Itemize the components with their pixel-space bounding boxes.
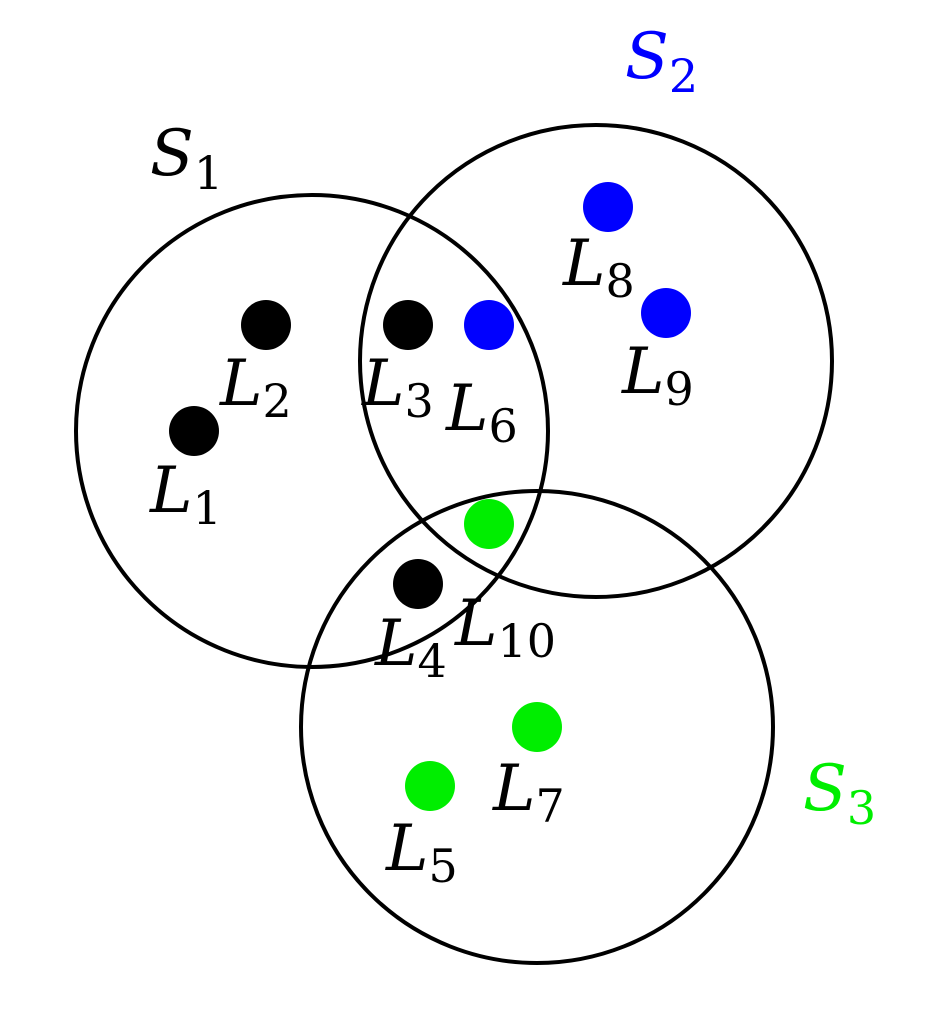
point-label-l9-subscript: 9 bbox=[665, 362, 694, 416]
point-label-l5: L5 bbox=[385, 812, 458, 893]
svg-text:L6: L6 bbox=[445, 372, 518, 453]
point-label-l9: L9 bbox=[621, 335, 694, 416]
set-label-s1-letter: S bbox=[150, 117, 194, 191]
point-label-l8-subscript: 8 bbox=[606, 254, 635, 308]
point-label-l3-letter: L bbox=[361, 347, 405, 421]
point-label-l9-letter: L bbox=[621, 335, 665, 409]
point-dot-l3 bbox=[383, 300, 433, 350]
point-dot-l2 bbox=[241, 300, 291, 350]
point-label-l3: L3 bbox=[361, 347, 434, 428]
point-label-l2-letter: L bbox=[219, 347, 263, 421]
point-label-l4-subscript: 4 bbox=[418, 634, 447, 688]
point-label-l4: L4 bbox=[374, 607, 447, 688]
svg-text:L8: L8 bbox=[562, 227, 635, 308]
point-label-l2: L2 bbox=[219, 347, 292, 428]
point-label-l1-letter: L bbox=[149, 454, 193, 528]
set-label-s2: S2 bbox=[625, 20, 698, 103]
svg-text:L1: L1 bbox=[149, 454, 222, 535]
point-label-l5-letter: L bbox=[385, 812, 429, 886]
point-label-l3-subscript: 3 bbox=[405, 374, 434, 428]
svg-text:L2: L2 bbox=[219, 347, 292, 428]
set-circle-s1 bbox=[74, 193, 550, 669]
point-dot-l9 bbox=[641, 288, 691, 338]
point-label-l1-subscript: 1 bbox=[193, 481, 222, 535]
point-dot-l8 bbox=[583, 182, 633, 232]
set-label-s1-subscript: 1 bbox=[194, 146, 223, 200]
point-label-l8: L8 bbox=[562, 227, 635, 308]
svg-text:L3: L3 bbox=[361, 347, 434, 428]
point-label-l7: L7 bbox=[492, 752, 565, 833]
set-label-s1: S1 bbox=[150, 117, 223, 200]
svg-text:L7: L7 bbox=[492, 752, 565, 833]
set-label-s3-letter: S bbox=[803, 752, 847, 826]
point-label-l10-letter: L bbox=[454, 587, 498, 661]
svg-text:L10: L10 bbox=[454, 587, 556, 668]
set-label-s2-letter: S bbox=[625, 20, 669, 94]
point-label-l1: L1 bbox=[149, 454, 222, 535]
point-dot-l10 bbox=[464, 499, 514, 549]
set-label-s2-subscript: 2 bbox=[669, 49, 698, 103]
point-label-l7-letter: L bbox=[492, 752, 536, 826]
point-label-l5-subscript: 5 bbox=[429, 839, 458, 893]
set-label-s3-subscript: 3 bbox=[847, 781, 876, 835]
svg-text:S2: S2 bbox=[625, 20, 698, 103]
svg-text:L9: L9 bbox=[621, 335, 694, 416]
point-dot-l7 bbox=[512, 702, 562, 752]
point-label-l6: L6 bbox=[445, 372, 518, 453]
point-label-l2-subscript: 2 bbox=[263, 374, 292, 428]
set-label-s3: S3 bbox=[803, 752, 876, 835]
point-label-l10-subscript: 10 bbox=[498, 614, 557, 668]
point-label-l10: L10 bbox=[454, 587, 556, 668]
svg-text:L5: L5 bbox=[385, 812, 458, 893]
point-label-l4-letter: L bbox=[374, 607, 418, 681]
point-dot-l6 bbox=[464, 300, 514, 350]
point-dot-l4 bbox=[393, 559, 443, 609]
point-label-l6-letter: L bbox=[445, 372, 489, 446]
point-label-l8-letter: L bbox=[562, 227, 606, 301]
point-dot-l1 bbox=[169, 406, 219, 456]
set-circle-s2 bbox=[358, 123, 834, 599]
set-circle-s3 bbox=[299, 489, 775, 965]
svg-text:S3: S3 bbox=[803, 752, 876, 835]
point-label-l6-subscript: 6 bbox=[489, 399, 518, 453]
svg-text:S1: S1 bbox=[150, 117, 223, 200]
svg-text:L4: L4 bbox=[374, 607, 447, 688]
point-dot-l5 bbox=[405, 761, 455, 811]
point-label-l7-subscript: 7 bbox=[536, 779, 565, 833]
